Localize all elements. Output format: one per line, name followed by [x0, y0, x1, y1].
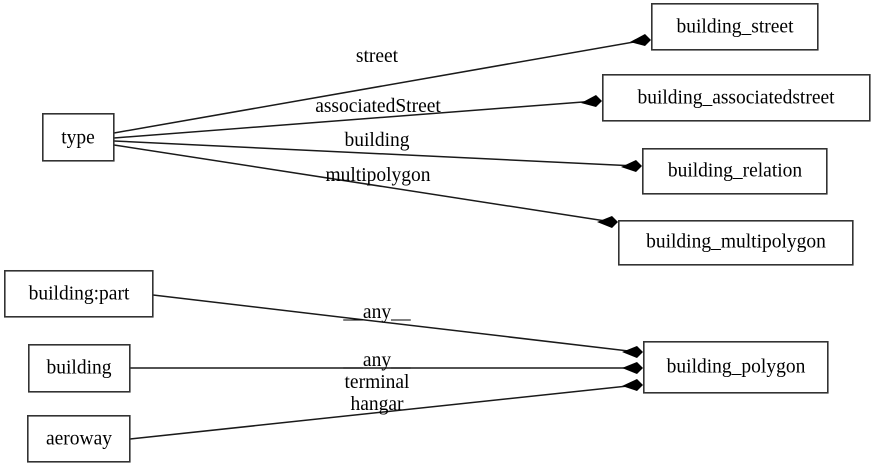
edge-label-building: building	[344, 130, 409, 151]
edge-label-any-building: __any__	[342, 350, 410, 371]
edge-building-part-building-polygon: __any__	[152, 294, 643, 358]
arrow-head-icon	[581, 95, 602, 107]
node-label-type: type	[61, 127, 95, 148]
node-rect[interactable]	[41, 113, 115, 162]
edge-label-hangar: hangar	[350, 394, 404, 415]
edge-aeroway-building-polygon: terminal hangar	[129, 372, 643, 440]
edge-line	[152, 294, 638, 353]
arrow-head-icon	[622, 346, 643, 358]
edge-label-terminal: terminal	[345, 372, 411, 393]
edge-label-associatedstreet: associatedStreet	[315, 96, 441, 117]
arrow-head-icon	[621, 160, 642, 172]
node-label-building-relation: building_relation	[668, 160, 803, 181]
edge-type-building-multipolygon: multipolygon	[113, 144, 618, 228]
edge-type-building-associatedstreet: associatedStreet	[113, 95, 602, 139]
arrow-head-icon	[622, 379, 643, 391]
node-label-building: building	[46, 357, 111, 378]
edge-line	[113, 39, 646, 134]
edge-line	[113, 140, 637, 167]
node-type[interactable]: type	[41, 113, 115, 162]
edge-label-street: street	[356, 46, 399, 67]
node-label-building-multipolygon: building_multipolygon	[646, 231, 826, 252]
edge-type-building-street: street	[113, 34, 651, 134]
node-rect[interactable]	[27, 343, 131, 393]
node-label-aeroway: aeroway	[46, 428, 112, 449]
node-label-building-polygon: building_polygon	[667, 356, 806, 377]
node-rect[interactable]	[642, 340, 829, 394]
node-rect[interactable]	[4, 269, 154, 318]
node-rect[interactable]	[650, 2, 819, 51]
node-building-polygon[interactable]: building_polygon	[642, 340, 829, 394]
arrow-head-icon	[622, 362, 643, 374]
edge-line	[113, 144, 613, 223]
arrow-head-icon	[597, 216, 618, 228]
edge-label-any-part: __any__	[342, 302, 410, 323]
node-rect[interactable]	[601, 74, 871, 122]
arrow-head-icon	[630, 34, 651, 46]
node-building-relation[interactable]: building_relation	[641, 148, 828, 195]
node-label-building-part: building:part	[29, 283, 130, 304]
node-label-building-street: building_street	[677, 16, 795, 37]
node-rect[interactable]	[617, 220, 854, 266]
edge-line	[113, 100, 597, 139]
edge-label-multipolygon: multipolygon	[325, 165, 430, 186]
edge-building-building-polygon: __any__	[130, 350, 643, 374]
node-building-associatedstreet[interactable]: building_associatedstreet	[601, 74, 871, 122]
node-building-street[interactable]: building_street	[650, 2, 819, 51]
edge-type-building-relation: building	[113, 130, 642, 172]
node-building[interactable]: building	[27, 343, 131, 393]
node-aeroway[interactable]: aeroway	[26, 414, 131, 463]
edge-line	[129, 384, 638, 440]
node-building-part[interactable]: building:part	[4, 269, 154, 318]
node-label-building-associatedstreet: building_associatedstreet	[637, 87, 835, 108]
node-rect[interactable]	[26, 414, 131, 463]
node-rect[interactable]	[641, 148, 828, 195]
node-building-multipolygon[interactable]: building_multipolygon	[617, 220, 854, 266]
